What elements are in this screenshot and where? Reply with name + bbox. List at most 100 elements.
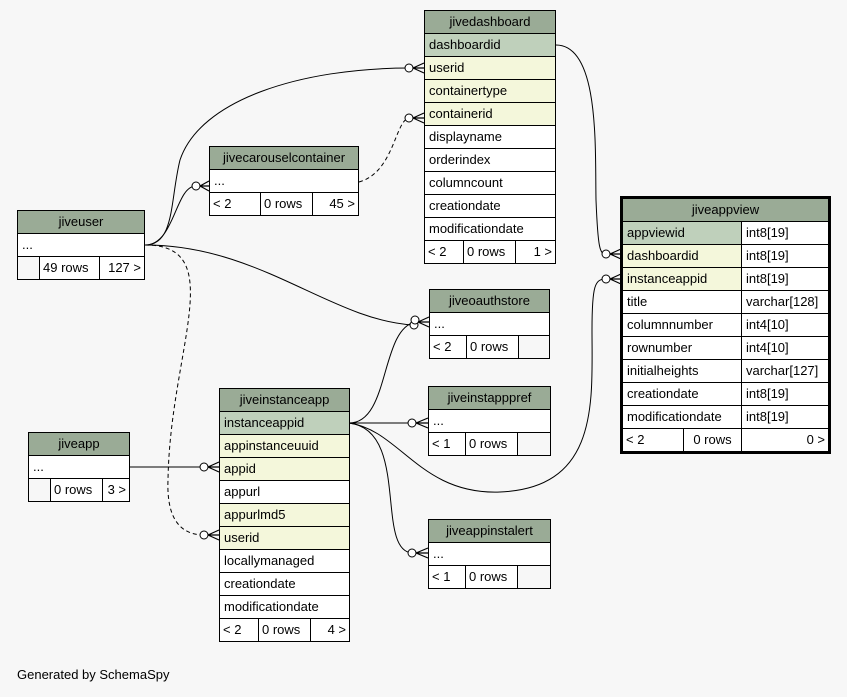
- column-row[interactable]: containertype: [425, 80, 555, 103]
- crowfoot-icon: [199, 180, 210, 192]
- edge-end-circle: [601, 249, 611, 259]
- parent-count: < 2: [213, 196, 232, 211]
- table-footer: < 1 0 rows: [429, 566, 550, 588]
- column-row[interactable]: displayname: [425, 126, 555, 149]
- table-title[interactable]: jiveappinstalert: [429, 520, 550, 543]
- child-count: [518, 336, 549, 358]
- column-row[interactable]: ...: [18, 234, 144, 257]
- column-row[interactable]: dashboardid: [425, 34, 555, 57]
- column-name: displayname: [429, 129, 502, 144]
- table-title[interactable]: jivecarouselcontainer: [210, 147, 358, 170]
- crowfoot-icon: [415, 417, 429, 429]
- table-jiveapp[interactable]: jiveapp ... 0 rows 3 >: [28, 432, 130, 502]
- column-row[interactable]: appurl: [220, 481, 349, 504]
- column-name: columncount: [429, 175, 503, 190]
- column-name: ...: [433, 413, 444, 428]
- column-row[interactable]: modificationdate int8[19]: [623, 406, 828, 429]
- row-count: 0 rows: [50, 479, 102, 501]
- column-type: int4[10]: [741, 337, 828, 359]
- crowfoot-icon: [415, 547, 429, 559]
- column-name: rownumber: [627, 340, 693, 355]
- column-name: containerid: [429, 106, 493, 121]
- edge-end-circle: [191, 181, 201, 191]
- table-jivedashboard[interactable]: jivedashboard dashboardid userid contain…: [424, 10, 556, 264]
- table-jiveinstapppref[interactable]: jiveinstapppref ... < 1 0 rows: [428, 386, 551, 456]
- table-title[interactable]: jivedashboard: [425, 11, 555, 34]
- table-title[interactable]: jiveinstanceapp: [220, 389, 349, 412]
- crowfoot-icon: [609, 248, 622, 260]
- column-row[interactable]: locallymanaged: [220, 550, 349, 573]
- column-name: orderindex: [429, 152, 491, 167]
- column-row[interactable]: ...: [210, 170, 358, 193]
- column-row[interactable]: instanceappid int8[19]: [623, 268, 828, 291]
- column-row[interactable]: instanceappid: [220, 412, 349, 435]
- edge-jivedashboard-jiveappview: [555, 44, 607, 255]
- table-footer: < 1 0 rows: [429, 433, 550, 455]
- parent-count: < 2: [223, 622, 242, 637]
- table-jiveoauthstore[interactable]: jiveoauthstore ... < 2 0 rows: [429, 289, 550, 359]
- column-name: locallymanaged: [224, 553, 315, 568]
- edge-instanceapp-jiveappview: [348, 278, 607, 493]
- column-row[interactable]: appurlmd5: [220, 504, 349, 527]
- column-row[interactable]: userid: [425, 57, 555, 80]
- row-count: 0 rows: [463, 241, 515, 263]
- table-footer: < 2 0 rows 45 >: [210, 193, 358, 215]
- table-title[interactable]: jiveoauthstore: [430, 290, 549, 313]
- table-footer: 0 rows 3 >: [29, 479, 129, 501]
- column-row[interactable]: columncount: [425, 172, 555, 195]
- column-type: int8[19]: [741, 245, 828, 267]
- column-type: int8[19]: [741, 406, 828, 428]
- row-count: 49 rows: [39, 257, 99, 279]
- column-row[interactable]: ...: [430, 313, 549, 336]
- edge-jiveuser-jivedashboard: [144, 67, 411, 246]
- column-name: userid: [429, 60, 465, 75]
- column-row[interactable]: creationdate: [425, 195, 555, 218]
- table-footer: < 2 0 rows 1 >: [425, 241, 555, 263]
- table-title[interactable]: jiveapp: [29, 433, 129, 456]
- crowfoot-icon: [609, 273, 622, 285]
- edge-end-circle: [404, 63, 414, 73]
- column-name: dashboardid: [627, 248, 699, 263]
- column-row[interactable]: appid: [220, 458, 349, 481]
- table-title[interactable]: jiveuser: [18, 211, 144, 234]
- column-name: title: [627, 294, 648, 309]
- row-count: 0 rows: [465, 566, 517, 588]
- column-row[interactable]: columnnumber int4[10]: [623, 314, 828, 337]
- column-name: creationdate: [627, 386, 699, 401]
- column-name: ...: [22, 237, 33, 252]
- column-row[interactable]: appviewid int8[19]: [623, 222, 828, 245]
- column-row[interactable]: modificationdate: [220, 596, 349, 619]
- edge-instanceapp-jiveoauthstore: [348, 321, 416, 424]
- column-row[interactable]: appinstanceuuid: [220, 435, 349, 458]
- table-jiveappinstalert[interactable]: jiveappinstalert ... < 1 0 rows: [428, 519, 551, 589]
- table-jivecarouselcontainer[interactable]: jivecarouselcontainer ... < 2 0 rows 45 …: [209, 146, 359, 216]
- column-name: modificationdate: [429, 221, 524, 236]
- column-row[interactable]: creationdate int8[19]: [623, 383, 828, 406]
- column-row[interactable]: ...: [29, 456, 129, 479]
- table-jiveappview[interactable]: jiveappview appviewid int8[19] dashboard…: [620, 196, 831, 454]
- crowfoot-icon: [417, 316, 430, 328]
- column-row[interactable]: userid: [220, 527, 349, 550]
- column-row[interactable]: modificationdate: [425, 218, 555, 241]
- column-name: modificationdate: [224, 599, 319, 614]
- table-title[interactable]: jiveinstapppref: [429, 387, 550, 410]
- column-row[interactable]: ...: [429, 410, 550, 433]
- edge-carousel-jivedashboard: [358, 117, 411, 183]
- column-row[interactable]: title varchar[128]: [623, 291, 828, 314]
- edge-end-circle: [199, 462, 209, 472]
- column-row[interactable]: creationdate: [220, 573, 349, 596]
- column-type: int8[19]: [741, 268, 828, 290]
- column-row[interactable]: dashboardid int8[19]: [623, 245, 828, 268]
- column-row[interactable]: rownumber int4[10]: [623, 337, 828, 360]
- table-title[interactable]: jiveappview: [623, 199, 828, 222]
- column-name: ...: [433, 546, 444, 561]
- column-row[interactable]: orderindex: [425, 149, 555, 172]
- table-jiveinstanceapp[interactable]: jiveinstanceapp instanceappid appinstanc…: [219, 388, 350, 642]
- column-row[interactable]: containerid: [425, 103, 555, 126]
- column-name: instanceappid: [224, 415, 305, 430]
- row-count: 0 rows: [260, 193, 312, 215]
- table-footer: < 2 0 rows: [430, 336, 549, 358]
- column-row[interactable]: initialheights varchar[127]: [623, 360, 828, 383]
- table-jiveuser[interactable]: jiveuser ... 49 rows 127 >: [17, 210, 145, 280]
- column-row[interactable]: ...: [429, 543, 550, 566]
